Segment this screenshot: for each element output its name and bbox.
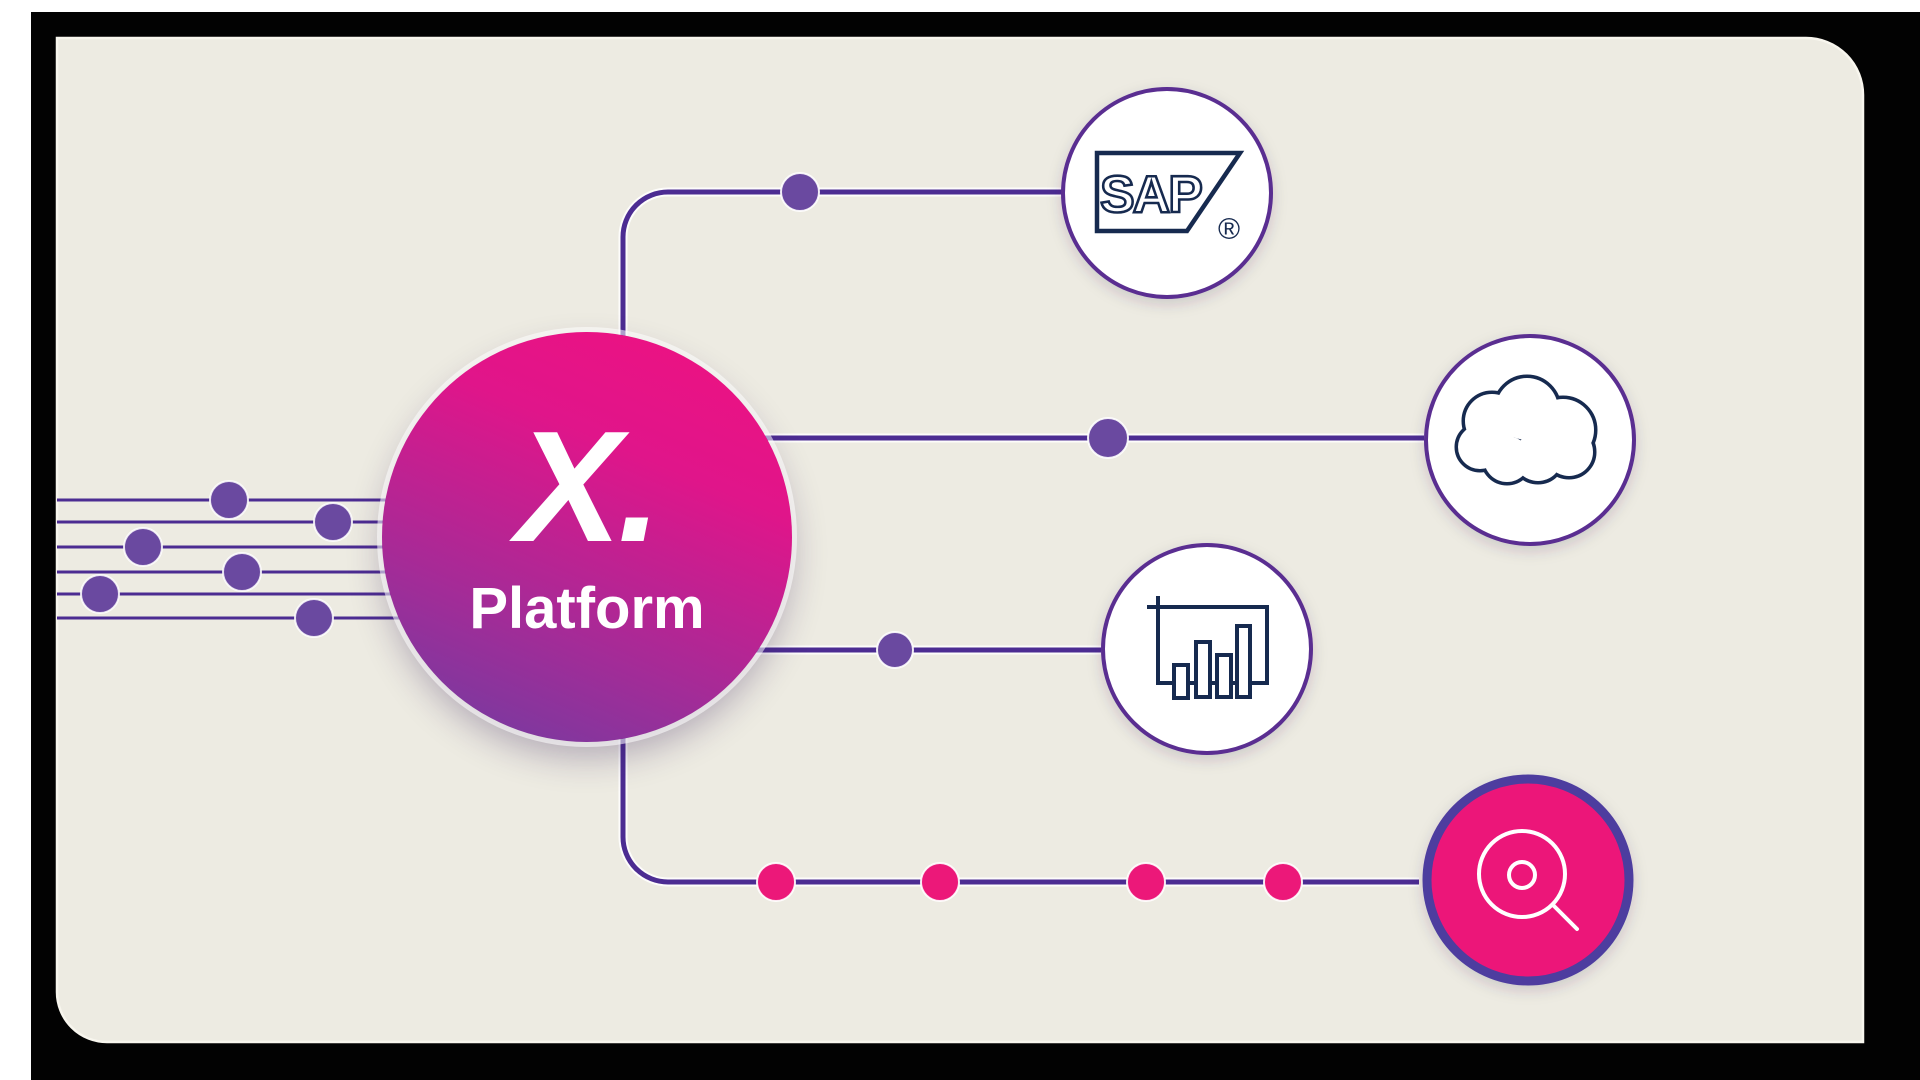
analytics-node bbox=[1101, 543, 1313, 755]
connector-search bbox=[620, 640, 1419, 885]
bar bbox=[1194, 640, 1212, 699]
sap-logo-text: SAP bbox=[1100, 166, 1201, 224]
connector-dot bbox=[1087, 417, 1129, 459]
search-node bbox=[1422, 774, 1634, 986]
connector-dot-pink bbox=[920, 862, 960, 902]
staff-dot bbox=[294, 598, 334, 638]
bar bbox=[1215, 653, 1233, 699]
staff-dot bbox=[209, 480, 249, 520]
chart-board bbox=[1156, 605, 1269, 685]
card-background bbox=[55, 36, 1865, 1044]
staff-dot bbox=[80, 574, 120, 614]
sap-node: SAP ® bbox=[1061, 87, 1273, 299]
connector-dot-pink bbox=[1126, 862, 1166, 902]
connector-dot bbox=[780, 172, 820, 212]
sap-logo: SAP ® bbox=[1094, 150, 1245, 246]
connector-dot bbox=[876, 631, 914, 669]
staff-dot bbox=[313, 502, 353, 542]
staff-dot bbox=[222, 552, 262, 592]
bar bbox=[1172, 663, 1190, 700]
search-handle bbox=[1551, 903, 1579, 931]
cloud-icon bbox=[1454, 374, 1598, 486]
search-node-circle bbox=[1422, 774, 1634, 986]
sap-logo-frame bbox=[1094, 150, 1245, 234]
platform-name-label: Platform bbox=[469, 576, 705, 641]
platform-labels: X. Platform bbox=[469, 408, 704, 638]
platform-x-label: X. bbox=[516, 399, 661, 575]
bar-chart-icon bbox=[1147, 596, 1269, 700]
staff-dots bbox=[80, 480, 353, 638]
cloud-node bbox=[1424, 334, 1636, 546]
connector-dot-pink bbox=[1263, 862, 1303, 902]
connector-sap bbox=[620, 189, 1062, 430]
search-lens-center bbox=[1507, 860, 1537, 890]
connector-dot-pink bbox=[756, 862, 796, 902]
search-lens bbox=[1477, 829, 1567, 919]
sap-registered-mark: ® bbox=[1218, 213, 1240, 246]
platform-circle: X. Platform bbox=[382, 332, 792, 742]
search-icon bbox=[1477, 829, 1579, 931]
bar bbox=[1235, 624, 1252, 699]
sap-node-circle bbox=[1061, 87, 1273, 299]
connector-dots-purple bbox=[780, 172, 1129, 669]
staff-dot bbox=[123, 527, 163, 567]
connector-dots-pink bbox=[756, 862, 1303, 902]
